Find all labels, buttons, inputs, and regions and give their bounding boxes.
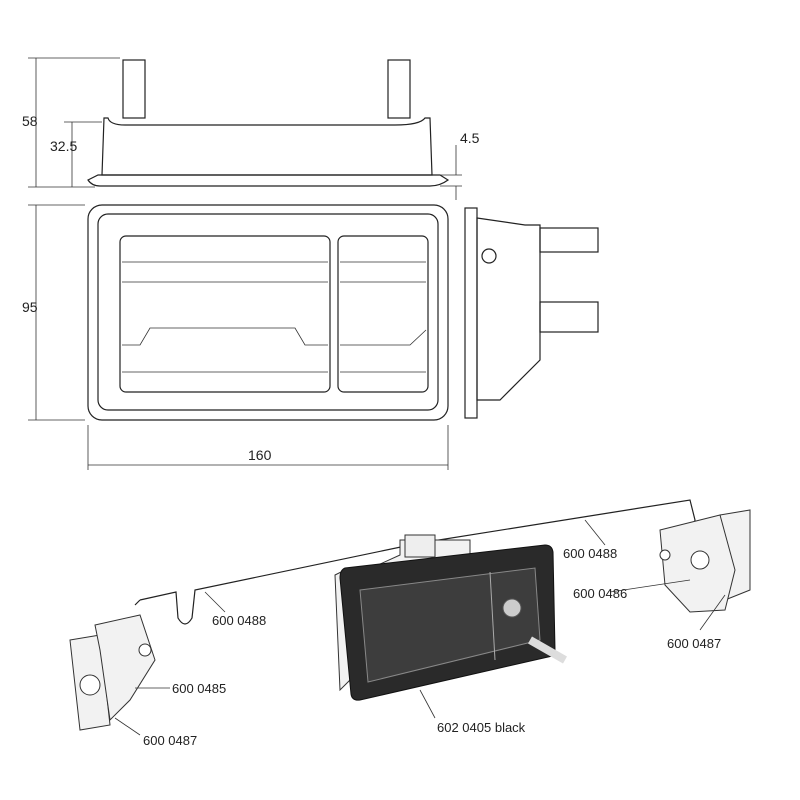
dimension-lines-front [28,204,449,470]
front-view [87,204,449,421]
callout-left-latch: 600 0487 [143,733,197,748]
handle-602-0405 [334,534,567,701]
dim-front-width: 160 [248,447,272,463]
assembly-illustration [69,499,751,736]
dim-flange-thickness: 4.5 [460,130,480,146]
left-latch [69,614,156,731]
dim-front-height: 95 [22,299,38,315]
callout-rod-right: 600 0488 [563,546,617,561]
callout-right-latch: 600 0487 [667,636,721,651]
callout-handle: 602 0405 black [437,720,526,735]
right-latch [659,509,751,613]
dimension-lines-top [28,57,462,200]
callout-rod-left: 600 0488 [212,613,266,628]
callout-right-latch-part: 600 0486 [573,586,627,601]
top-view [87,59,450,187]
dim-overall-height: 58 [22,113,38,129]
side-view [464,207,599,419]
connecting-rod [134,499,696,625]
callout-left-latch-part: 600 0485 [172,681,226,696]
leader-lines [114,519,726,736]
dim-body-depth: 32.5 [50,138,77,154]
